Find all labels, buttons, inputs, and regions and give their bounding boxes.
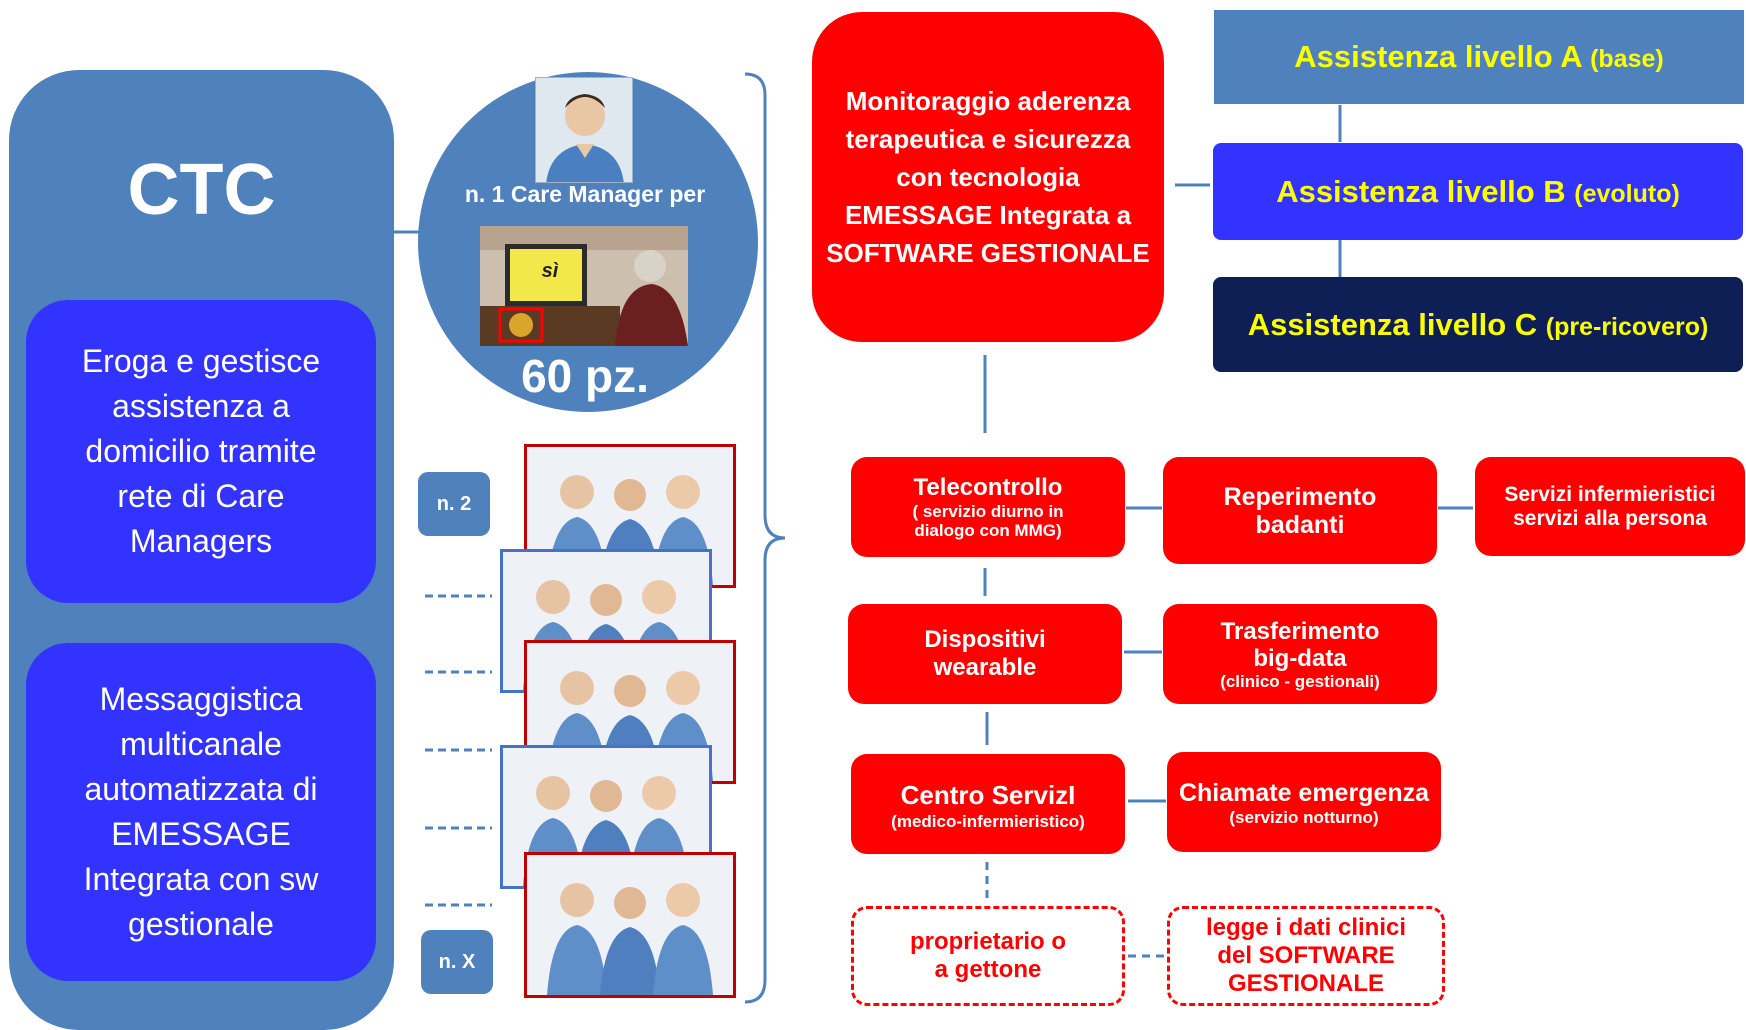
connector-lines [394, 72, 1473, 1004]
infermieristici-box: Servizi infermieristici servizi alla per… [1475, 457, 1745, 556]
team-label-first: n. 2 [418, 472, 490, 536]
messaging-text: Messaggistica multicanale automatizzata … [83, 681, 319, 942]
infermieristici-title: Servizi infermieristici servizi alla per… [1504, 482, 1716, 530]
care-manager-caption: n. 1 Care Manager per [464, 180, 706, 207]
monitoring-text: Monitoraggio aderenza terapeutica e sicu… [826, 86, 1150, 268]
legge-box: legge i dati clinici del SOFTWARE GESTIO… [1167, 906, 1445, 1006]
patients-count: 60 pz. [521, 350, 649, 402]
messaging-box: Messaggistica multicanale automatizzata … [26, 643, 376, 981]
level-b-text: Assistenza livello B (evoluto) [1276, 173, 1680, 209]
team-label-last: n. X [421, 930, 493, 994]
bigdata-box: Trasferimento big-data (clinico - gestio… [1163, 604, 1437, 704]
emergenza-title: Chiamate emergenza [1178, 778, 1430, 807]
level-a-text: Assistenza livello A (base) [1294, 39, 1664, 74]
proprietario-title: proprietario o a gettone [909, 928, 1066, 983]
level-b-box: Assistenza livello B (evoluto) [1213, 143, 1743, 240]
bigdata-title: Trasferimento big-data [1220, 617, 1380, 672]
wearable-title: Dispositivi wearable [924, 626, 1046, 681]
level-a-box: Assistenza livello A (base) [1214, 10, 1744, 104]
bigdata-sub: (clinico - gestionali) [1220, 671, 1380, 691]
telecontrollo-title: Telecontrollo [913, 474, 1063, 501]
wearable-box: Dispositivi wearable [848, 604, 1122, 704]
legge-title: legge i dati clinici del SOFTWARE GESTIO… [1205, 914, 1407, 997]
team-photo [524, 852, 736, 998]
emergenza-box: Chiamate emergenza (servizio notturno) [1167, 752, 1441, 852]
badanti-box: Reperimento badanti [1163, 457, 1437, 564]
patient-photo [480, 226, 688, 346]
ctc-description-box: Eroga e gestisce assistenza a domicilio … [26, 300, 376, 603]
screen-text: sì [541, 259, 559, 282]
telecontrollo-box: Telecontrollo ( servizio diurno in dialo… [851, 457, 1125, 557]
telecontrollo-sub: ( servizio diurno in dialogo con MMG) [912, 502, 1064, 540]
level-c-box: Assistenza livello C (pre-ricovero) [1213, 277, 1743, 372]
level-c-text: Assistenza livello C (pre-ricovero) [1247, 306, 1709, 342]
proprietario-box: proprietario o a gettone [851, 906, 1125, 1006]
badanti-title: Reperimento badanti [1223, 482, 1377, 539]
emergenza-sub: (servizio notturno) [1229, 807, 1379, 827]
centro-sub: (medico-infermieristico) [891, 811, 1085, 831]
care-manager-photo [535, 77, 633, 183]
ctc-title: CTC [127, 150, 276, 230]
centro-title: Centro ServizI [900, 779, 1076, 810]
ctc-description-text: Eroga e gestisce assistenza a domicilio … [81, 343, 321, 559]
centro-box: Centro ServizI (medico-infermieristico) [851, 754, 1125, 854]
monitoring-box: Monitoraggio aderenza terapeutica e sicu… [812, 12, 1164, 342]
